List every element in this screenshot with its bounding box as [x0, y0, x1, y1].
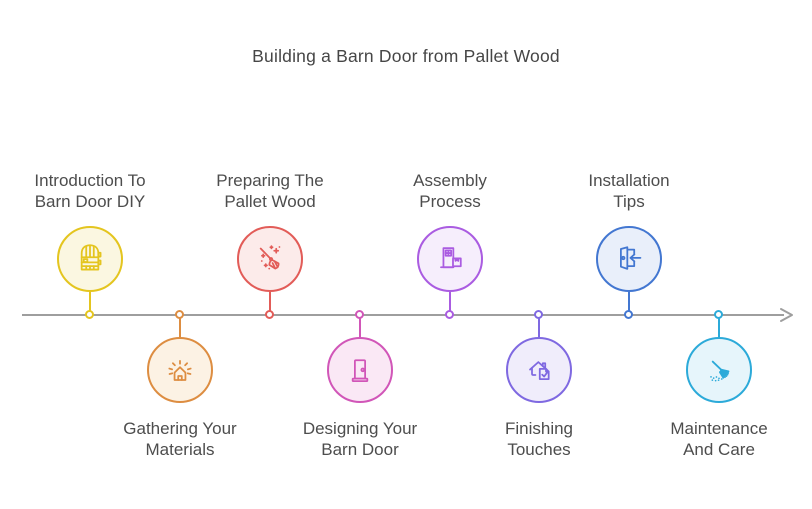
timeline-dot [355, 310, 364, 319]
step-connector [628, 292, 630, 312]
timeline-dot [445, 310, 454, 319]
barn-door-icon [80, 244, 102, 271]
door-icon [351, 359, 369, 382]
step-connector [179, 318, 181, 337]
diagram-title: Building a Barn Door from Pallet Wood [252, 46, 560, 66]
step-label-line1: Designing Your [302, 419, 418, 438]
timeline-dot [624, 310, 633, 319]
timeline-dot [175, 310, 184, 319]
timeline-dot [85, 310, 94, 319]
step-label-line2: Materials [145, 440, 215, 459]
step-label-line2: Barn Door DIY [34, 192, 146, 211]
step-icon-bubble [237, 226, 303, 292]
step-label-line2: Touches [507, 440, 571, 459]
step-connector [718, 318, 720, 337]
duster-icon [710, 360, 730, 382]
step-icon-bubble [327, 337, 393, 403]
step-label-line1: Gathering Your [123, 419, 237, 438]
step-icon-bubble [506, 337, 572, 403]
door-enter-icon [620, 246, 642, 270]
step-icon-bubble [686, 337, 752, 403]
step-label-line1: Assembly [413, 171, 487, 190]
broom-sparkles-icon [259, 245, 281, 270]
step-label-line1: Introduction To [34, 171, 146, 190]
step-label-line2: Process [419, 192, 481, 211]
timeline-dot [714, 310, 723, 319]
step-icon-bubble [596, 226, 662, 292]
step-label-line1: Installation [588, 171, 670, 190]
step-label-line1: Finishing [504, 419, 574, 438]
step-connector [449, 292, 451, 312]
step-label-line2: Pallet Wood [224, 192, 316, 211]
step-label-line2: Barn Door [321, 440, 399, 459]
step-label-line1: Maintenance [670, 419, 768, 438]
door-box-icon [440, 247, 462, 269]
step-connector [89, 292, 91, 312]
house-rays-icon [168, 360, 192, 381]
step-label-line2: Tips [613, 192, 645, 211]
step-icon-bubble [57, 226, 123, 292]
step-label: Introduction To Barn Door DIY [10, 170, 170, 212]
house-check-icon [529, 361, 550, 380]
timeline-step: Introduction To Barn Door DIY [10, 0, 170, 509]
timeline-arrow-icon [780, 308, 793, 322]
step-icon-bubble [417, 226, 483, 292]
timeline-axis [22, 314, 784, 316]
timeline-dot [534, 310, 543, 319]
step-connector [269, 292, 271, 312]
step-connector [538, 318, 540, 337]
step-icon-bubble [147, 337, 213, 403]
step-connector [359, 318, 361, 337]
step-label-line1: Preparing The [216, 171, 324, 190]
step-label-line2: And Care [683, 440, 755, 459]
timeline-dot [265, 310, 274, 319]
